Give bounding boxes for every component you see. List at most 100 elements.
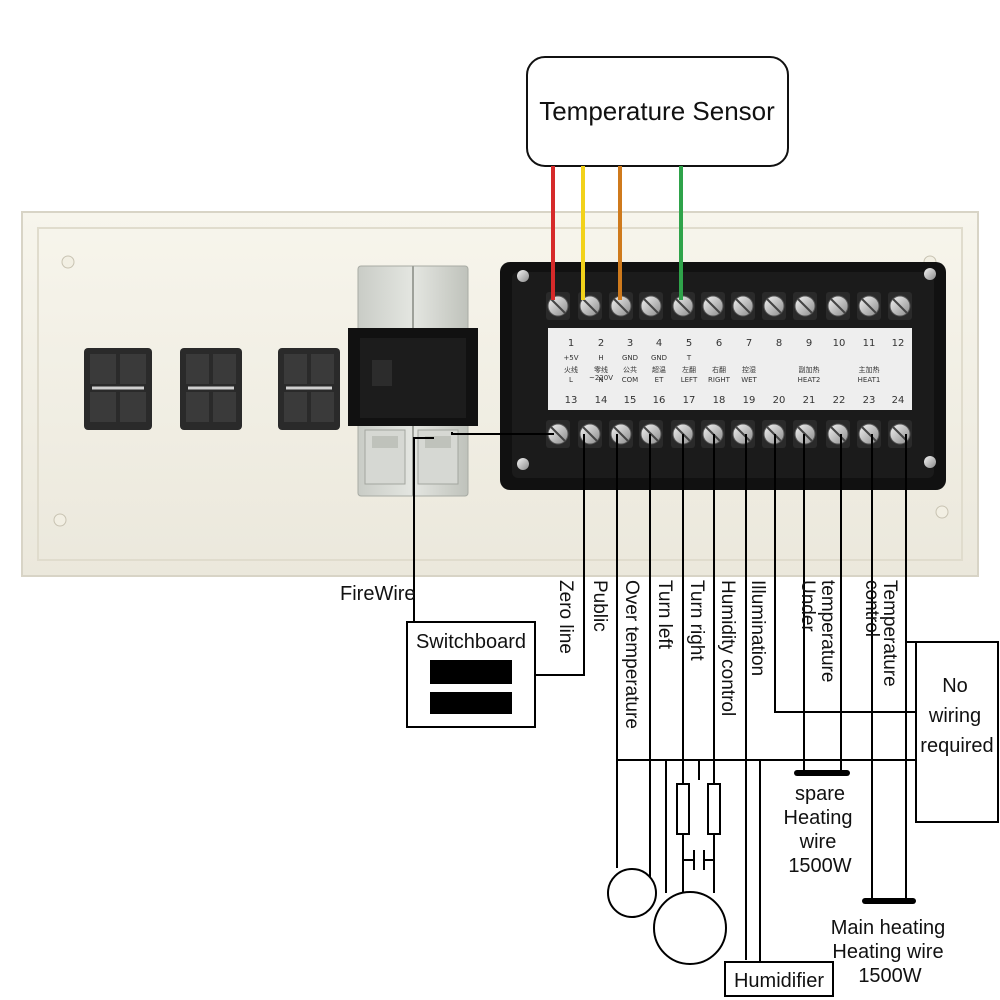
- spare-heating-wire-bar: [794, 770, 850, 776]
- terminal-code-mid: 火线: [564, 365, 578, 374]
- no-wiring-line-3: required: [920, 735, 993, 757]
- illumination-label: Illumination: [747, 580, 768, 676]
- terminal-screw-icon: [826, 420, 850, 448]
- terminal-screw-icon: [857, 292, 881, 320]
- spare-heating-line-4: 1500W: [788, 855, 851, 877]
- mount-hole-icon: [935, 505, 949, 519]
- terminal-number-top: 9: [806, 338, 812, 349]
- terminal-code-low: ET: [655, 376, 664, 384]
- terminal-screw-icon: [609, 420, 633, 448]
- terminal-screw-icon: [546, 420, 570, 448]
- firewire-wire: [413, 432, 554, 622]
- terminal-screw-icon: [639, 292, 663, 320]
- terminal-number-top: 3: [627, 338, 633, 349]
- no-wiring-line-2: wiring: [928, 705, 981, 727]
- firewire-label: FireWire: [340, 583, 416, 605]
- humidifier-box: [724, 961, 834, 997]
- humidity-control-label: Humidity control: [717, 580, 738, 716]
- terminal-code-mid: 控湿: [742, 365, 756, 374]
- rocker-switch: [180, 348, 242, 430]
- terminal-number-bottom: 22: [833, 395, 846, 406]
- terminal-code-top: GND: [651, 354, 667, 362]
- public-label: Public: [589, 580, 610, 632]
- mount-hole-icon: [61, 255, 75, 269]
- terminal-code-low: L: [569, 376, 573, 384]
- terminal-number-bottom: 13: [565, 395, 578, 406]
- terminal-code-top: GND: [622, 354, 638, 362]
- temperature-control-label-2: control: [861, 580, 882, 637]
- illumination-wire: [774, 434, 916, 713]
- terminal-screw-icon: [731, 292, 755, 320]
- terminal-number-bottom: 19: [743, 395, 756, 406]
- terminal-code-low: LEFT: [681, 376, 698, 384]
- terminal-number-bottom: 14: [595, 395, 608, 406]
- terminal-screw-icon: [546, 292, 570, 320]
- terminal-screw-icon: [857, 420, 881, 448]
- mount-hole-icon: [53, 513, 67, 527]
- terminal-code-mid: 超温: [652, 365, 666, 374]
- terminal-number-top: 7: [746, 338, 752, 349]
- turn-left-label: Turn left: [654, 580, 675, 650]
- temperature-control-wire: [871, 434, 916, 900]
- main-heating-wire-bar: [862, 898, 916, 904]
- terminal-screw-icon: [609, 292, 633, 320]
- terminal-number-top: 4: [656, 338, 662, 349]
- terminal-code-top: T: [686, 354, 692, 362]
- no-wiring-required-box: [915, 641, 999, 823]
- terminal-number-bottom: 24: [892, 395, 905, 406]
- terminal-voltage: ~220V: [589, 374, 613, 382]
- terminal-number-bottom: 16: [653, 395, 666, 406]
- panel-inner-frame: [37, 227, 963, 561]
- terminal-screw-icon: [671, 292, 695, 320]
- rocker-switch: [278, 348, 340, 430]
- main-heating-line-1: Main heating: [831, 917, 946, 939]
- terminal-code-top: +5V: [563, 354, 578, 362]
- terminal-screw-icon: [793, 292, 817, 320]
- under-temperature-label-1: Under: [797, 580, 818, 632]
- terminal-screw-icon: [762, 292, 786, 320]
- terminal-screw-icon: [826, 292, 850, 320]
- terminal-number-top: 11: [863, 338, 876, 349]
- temperature-control-label-1: Temperature: [879, 580, 900, 687]
- temperature-sensor-box: [526, 56, 789, 167]
- common-bus-wire: [617, 759, 916, 962]
- spare-heating-line-3: wire: [799, 831, 837, 853]
- turn-right-label: Turn right: [686, 580, 707, 661]
- terminal-screw-icon: [578, 420, 602, 448]
- terminal-number-top: 8: [776, 338, 782, 349]
- zero-line-label: Zero line: [555, 580, 576, 654]
- terminal-number-bottom: 23: [863, 395, 876, 406]
- no-wiring-line-1: No: [942, 675, 968, 697]
- terminal-number-top: 12: [892, 338, 905, 349]
- main-heating-line-3: 1500W: [858, 965, 921, 987]
- terminal-number-top: 10: [833, 338, 846, 349]
- terminal-number-bottom: 21: [803, 395, 816, 406]
- zero-line-wire: [535, 434, 585, 676]
- sensor-wires: [551, 166, 683, 300]
- resistor-icon: [676, 783, 690, 835]
- terminal-number-bottom: 17: [683, 395, 696, 406]
- terminal-number-bottom: 15: [624, 395, 637, 406]
- terminal-screw-icon: [701, 292, 725, 320]
- rocker-switch: [84, 348, 152, 430]
- terminal-screw-icon: [888, 292, 912, 320]
- over-temperature-alarm-icon: [607, 868, 657, 918]
- capacitor-link-wire: [682, 834, 715, 870]
- terminal-number-top: 2: [598, 338, 604, 349]
- terminal-code-low: WET: [741, 376, 757, 384]
- temperature-sensor-label: Temperature Sensor: [539, 96, 775, 126]
- over-temperature-label: Over temperature: [621, 580, 642, 729]
- terminal-code-mid: 零线: [594, 365, 608, 374]
- terminal-code-mid: 左翻: [682, 365, 696, 374]
- terminal-code-mid: 右翻: [712, 365, 726, 374]
- terminal-code-mid: 副加热: [799, 365, 820, 374]
- terminal-code-low: RIGHT: [708, 376, 731, 384]
- under-temperature-label-2: temperature: [817, 580, 838, 682]
- terminal-number-bottom: 18: [713, 395, 726, 406]
- terminal-code-low: COM: [622, 376, 638, 384]
- terminal-code-mid: 主加热: [859, 365, 880, 374]
- main-heating-line-2: Heating wire: [832, 941, 943, 963]
